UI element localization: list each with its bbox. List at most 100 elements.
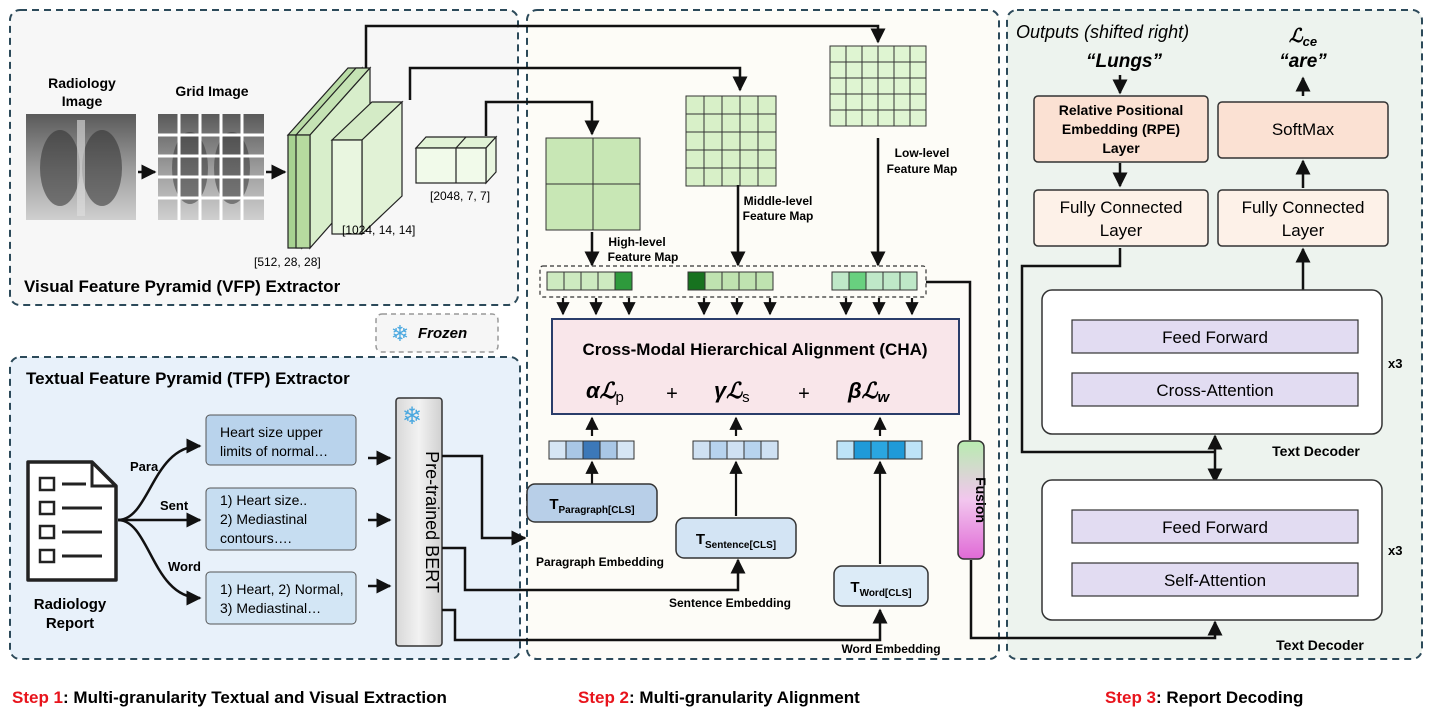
low-map-cell — [845, 109, 863, 127]
plus-1: + — [666, 383, 678, 405]
branch-para — [117, 438, 202, 522]
connector-bert-sentence — [442, 546, 746, 592]
svg-text:Relative Positional: Relative Positional — [1059, 102, 1183, 118]
lungs-token: “Lungs” — [1086, 51, 1162, 72]
middle-map-cell — [703, 113, 723, 133]
middle-map-cell — [721, 113, 741, 133]
svg-text:limits of normal…: limits of normal… — [220, 443, 328, 459]
text-vector-cell — [726, 440, 745, 460]
visual-vector-cell — [899, 271, 918, 291]
xray-image — [26, 114, 136, 220]
svg-text:Embedding (RPE): Embedding (RPE) — [1062, 121, 1180, 137]
middle-map-cell — [757, 167, 777, 187]
fc-layer-right: Fully Connected Layer — [1217, 189, 1389, 247]
bert-snowflake-icon: ❄ — [402, 403, 422, 430]
frozen-label: Frozen — [418, 325, 467, 342]
middle-map-cell — [685, 113, 705, 133]
text-vector-cell — [743, 440, 762, 460]
text-vector-cell — [870, 440, 889, 460]
low-map-cell — [829, 109, 847, 127]
low-map-cell — [877, 109, 895, 127]
svg-text:Fully Connected: Fully Connected — [1060, 198, 1183, 217]
visual-vector-cell — [563, 271, 582, 291]
svg-text:2) Mediastinal: 2) Mediastinal — [220, 511, 307, 527]
low-map-cell — [909, 109, 927, 127]
paragraph-embedding-label: Paragraph Embedding — [536, 555, 664, 569]
cha-title: Cross-Modal Hierarchical Alignment (CHA) — [582, 340, 927, 359]
tfp-title: Textual Feature Pyramid (TFP) Extractor — [26, 369, 350, 388]
svg-text:TSentence[CLS]: TSentence[CLS] — [696, 531, 776, 551]
svg-text:1) Heart size..: 1) Heart size.. — [220, 492, 307, 508]
middle-level-feature-map — [685, 95, 777, 187]
low-map-cell — [861, 45, 879, 63]
svg-text:Heart size upper: Heart size upper — [220, 424, 323, 440]
text-vector-cell — [582, 440, 601, 460]
connector-bert-paragraph — [442, 454, 527, 546]
vfp-layer-2048 — [414, 135, 498, 185]
arrows-visual-to-cha — [556, 298, 919, 316]
arrows-text-vectors-to-cha — [585, 416, 887, 564]
visual-vector-cell — [831, 271, 850, 291]
plus-2: + — [798, 383, 810, 405]
radiology-report-label-2: Report — [46, 615, 94, 632]
low-map-cell — [909, 45, 927, 63]
text-decoder-lower-label: Text Decoder — [1276, 637, 1364, 653]
lce-label: ℒce — [1289, 26, 1317, 49]
softmax-box: SoftMax — [1217, 101, 1389, 159]
visual-vector-cell — [597, 271, 616, 291]
low-map-cell — [861, 109, 879, 127]
svg-text:Feed Forward: Feed Forward — [1162, 518, 1268, 537]
bert-block: Pre-trained BERT ❄ — [395, 397, 443, 647]
connector-low-level — [364, 24, 886, 68]
text-vector-cell — [887, 440, 906, 460]
low-level-label-2: Feature Map — [887, 162, 958, 176]
middle-map-cell — [685, 167, 705, 187]
svg-text:Self-Attention: Self-Attention — [1164, 571, 1266, 590]
visual-vector-cell — [882, 271, 901, 291]
connector-bert-word — [442, 608, 888, 642]
low-map-cell — [909, 61, 927, 79]
para-label: Para — [130, 459, 159, 474]
connector-vector-to-fusion — [926, 280, 972, 440]
step-2-caption: Step 2: Multi-granularity Alignment — [578, 688, 860, 707]
low-map-cell — [829, 61, 847, 79]
radiology-image-label: Radiology — [48, 75, 116, 91]
visual-vector-cell — [848, 271, 867, 291]
visual-vector-group — [539, 265, 927, 298]
text-decoder-upper-label: Text Decoder — [1272, 443, 1360, 459]
connector-high-level — [484, 100, 600, 136]
visual-vector-cell — [546, 271, 565, 291]
middle-map-cell — [721, 131, 741, 151]
middle-map-cell — [757, 149, 777, 169]
middle-map-cell — [721, 167, 741, 187]
low-map-cell — [877, 77, 895, 95]
high-level-label: High-level — [608, 235, 665, 249]
dim-512-label: [512, 28, 28] — [254, 255, 321, 269]
t-word-box: TWord[CLS] — [833, 565, 929, 607]
low-map-cell — [845, 61, 863, 79]
outputs-label: Outputs (shifted right) — [1016, 22, 1189, 42]
grid-image-label: Grid Image — [175, 83, 248, 99]
connector-fc-to-decoders — [1020, 248, 1215, 454]
dim-1024-label: [1024, 14, 14] — [342, 223, 415, 237]
middle-map-cell — [685, 131, 705, 151]
low-map-cell — [845, 77, 863, 95]
low-map-cell — [829, 45, 847, 63]
svg-text:Cross-Attention: Cross-Attention — [1156, 381, 1273, 400]
connector-fusion-to-decoder — [969, 560, 1223, 640]
low-map-cell — [845, 45, 863, 63]
svg-text:TWord[CLS]: TWord[CLS] — [850, 579, 911, 599]
self-attention-block: Self-Attention — [1071, 562, 1359, 597]
text-box-sentence: 1) Heart size.. 2) Mediastinal contours…… — [205, 487, 357, 551]
fusion-box — [957, 440, 985, 560]
step-3-caption: Step 3: Report Decoding — [1105, 688, 1303, 707]
word-embedding-label: Word Embedding — [841, 642, 940, 656]
text-decoder-lower — [1041, 479, 1383, 621]
text-box-word: 1) Heart, 2) Normal, 3) Mediastinal… — [205, 571, 357, 625]
low-map-cell — [893, 61, 911, 79]
sent-label: Sent — [160, 498, 189, 513]
low-map-cell — [893, 93, 911, 111]
svg-text:1) Heart, 2) Normal,: 1) Heart, 2) Normal, — [220, 581, 344, 597]
dim-2048-label: [2048, 7, 7] — [430, 189, 490, 203]
